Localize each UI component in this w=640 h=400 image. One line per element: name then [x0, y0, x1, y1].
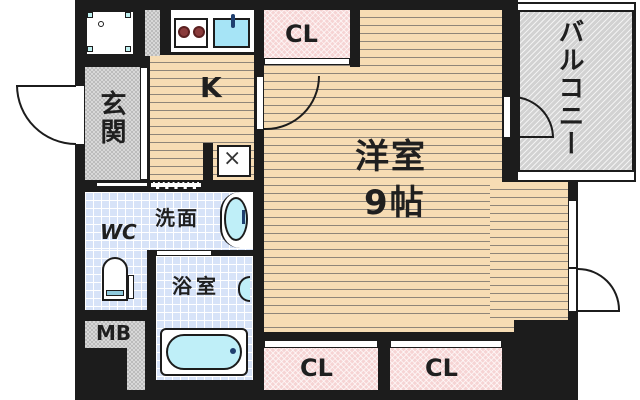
closet-top-side-wall	[350, 10, 360, 67]
bathtub-basin	[166, 334, 242, 370]
storage-corner-br	[125, 46, 131, 52]
meter-box-label: MB	[96, 321, 132, 345]
balcony-area	[518, 10, 634, 172]
bathroom-label: 浴室	[172, 274, 220, 298]
closet-bottom-left-door[interactable]	[264, 340, 378, 348]
balcony-wall	[502, 2, 518, 180]
storage-corner-tl	[87, 12, 93, 18]
right-door-swing[interactable]	[578, 268, 620, 312]
right-window	[568, 200, 577, 268]
toilet-label: WC	[100, 220, 137, 244]
toilet-tank	[128, 275, 134, 299]
entrance-step	[140, 67, 148, 180]
washer-drain-icon: ⨯	[223, 146, 242, 171]
kitchen-label: K	[200, 71, 222, 104]
burner-right-icon	[193, 26, 205, 38]
western-room-name: 洋室	[355, 137, 427, 177]
washbasin-faucet-icon	[242, 210, 245, 224]
washroom-door-left[interactable]	[96, 182, 148, 187]
front-door-frame	[75, 85, 85, 145]
entrance-floor	[85, 67, 140, 180]
entrance-label: 玄関	[96, 90, 126, 146]
meter-box-inner	[85, 348, 127, 390]
balcony-door-frame	[503, 96, 511, 138]
washroom-label: 洗面	[155, 206, 199, 230]
closet-top-label: CL	[285, 20, 318, 48]
bathroom-door[interactable]	[156, 250, 212, 256]
storage-corner-tr	[125, 12, 131, 18]
toilet-seat-icon	[106, 290, 124, 296]
storage-corner-bl	[87, 46, 93, 52]
room-door-frame	[256, 76, 264, 130]
closet-bottom-left-label: CL	[300, 354, 333, 382]
closet-bottom-right-label: CL	[425, 354, 458, 382]
closet-top[interactable]	[264, 10, 350, 58]
closet-bottom-left[interactable]	[264, 348, 378, 390]
closet-top-door[interactable]	[264, 58, 350, 65]
washer-space[interactable]	[217, 145, 251, 177]
western-room-floor-ext	[490, 182, 568, 320]
storage-pipe-icon	[98, 21, 104, 27]
western-room-floor-low	[264, 320, 514, 332]
closet-bottom-right[interactable]	[390, 348, 502, 390]
right-door-frame	[568, 268, 577, 312]
faucet-icon	[231, 14, 235, 28]
burner-left-icon	[178, 26, 190, 38]
pipe-space	[145, 10, 160, 56]
kitchen-floor	[150, 55, 254, 180]
closet-bottom-right-door[interactable]	[390, 340, 502, 348]
kitchen-partition	[203, 143, 213, 180]
washroom-door-right[interactable]	[150, 182, 202, 189]
western-room-size: 9帖	[364, 183, 426, 223]
balcony-label: バルコニー	[554, 18, 584, 158]
front-door-swing[interactable]	[16, 85, 76, 145]
bathtub-drain-icon	[230, 348, 236, 354]
